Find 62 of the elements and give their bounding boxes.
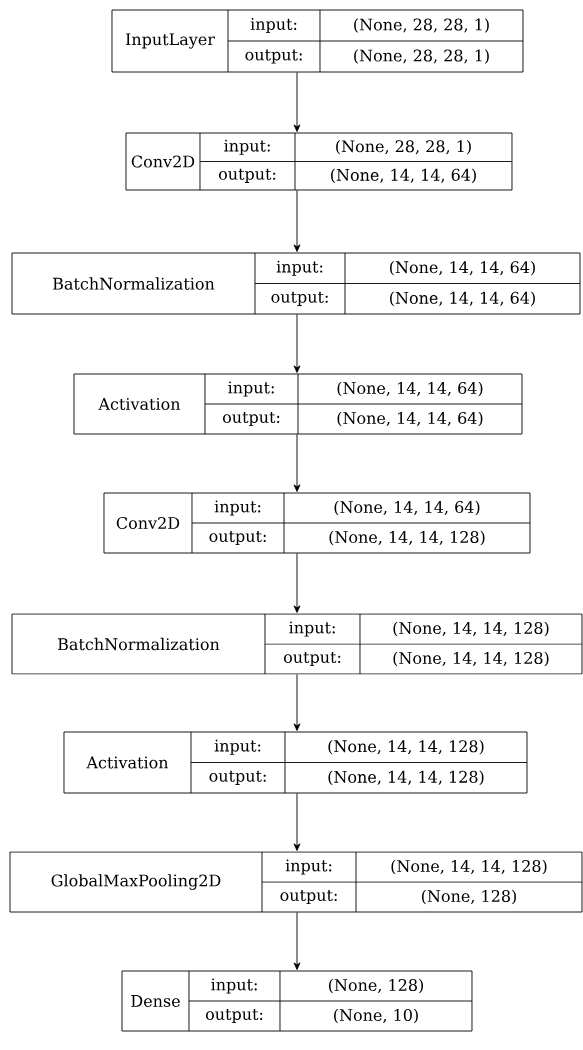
layer-name: Dense bbox=[131, 995, 180, 1007]
arrow bbox=[293, 190, 301, 252]
shape-value: (None, 14, 14, 128) bbox=[391, 859, 547, 875]
arrow bbox=[293, 553, 301, 613]
layer-box bbox=[63, 731, 528, 794]
arrow bbox=[293, 434, 301, 492]
shape-value: (None, 28, 28, 1) bbox=[336, 139, 471, 155]
shape-value: (None, 14, 14, 128) bbox=[393, 621, 549, 637]
port-label: input: bbox=[276, 260, 323, 276]
layer-name: InputLayer bbox=[125, 33, 215, 49]
shape-value: (None, 128) bbox=[328, 978, 423, 994]
port-label: input: bbox=[224, 139, 270, 155]
port-label: output: bbox=[271, 291, 328, 306]
port-label: output: bbox=[283, 651, 341, 667]
shape-value: (None, 14, 14, 64) bbox=[390, 260, 535, 276]
arrow bbox=[293, 912, 301, 970]
layer-name: Conv2D bbox=[116, 516, 180, 530]
shape-value: (None, 14, 14, 128) bbox=[393, 651, 549, 667]
port-label: input: bbox=[285, 859, 332, 875]
layer-box bbox=[11, 613, 583, 675]
layer-box bbox=[9, 851, 583, 913]
layer-box bbox=[103, 492, 531, 554]
shape-value: (None, 10) bbox=[334, 1008, 418, 1024]
layer-name: Activation bbox=[98, 398, 181, 410]
layer-name: BatchNormalization bbox=[58, 637, 220, 651]
shape-value: (None, 14, 14, 64) bbox=[334, 500, 480, 516]
port-label: output: bbox=[218, 168, 276, 183]
layer-box bbox=[111, 9, 524, 73]
shape-value: (None, 14, 14, 64) bbox=[331, 168, 476, 184]
port-label: input: bbox=[228, 381, 274, 397]
arrow bbox=[293, 674, 301, 731]
shape-value: (None, 28, 28, 1) bbox=[354, 18, 489, 33]
layer-box bbox=[73, 373, 523, 435]
shape-value: (None, 14, 14, 128) bbox=[329, 530, 485, 546]
shape-value: (None, 14, 14, 64) bbox=[337, 411, 483, 427]
layer-box bbox=[11, 252, 581, 315]
port-label: input: bbox=[211, 978, 257, 994]
arrow bbox=[293, 793, 301, 851]
layer-box bbox=[121, 970, 473, 1032]
layer-name: GlobalMaxPooling2D bbox=[51, 874, 221, 890]
shape-value: (None, 28, 28, 1) bbox=[354, 49, 489, 64]
port-label: input: bbox=[289, 621, 335, 637]
layer-box bbox=[125, 132, 513, 191]
port-label: output: bbox=[280, 889, 337, 905]
port-label: input: bbox=[250, 17, 297, 34]
port-label: input: bbox=[214, 739, 261, 755]
layer-name: Conv2D bbox=[131, 155, 195, 168]
port-label: output: bbox=[205, 1008, 263, 1024]
port-label: output: bbox=[222, 411, 280, 427]
arrow bbox=[293, 314, 301, 373]
port-label: output: bbox=[245, 49, 302, 64]
shape-value: (None, 14, 14, 64) bbox=[390, 291, 535, 307]
port-label: input: bbox=[214, 500, 261, 516]
layer-name: Activation bbox=[86, 756, 169, 769]
port-label: output: bbox=[209, 770, 266, 785]
shape-value: (None, 14, 14, 128) bbox=[328, 770, 484, 786]
shape-value: (None, 128) bbox=[421, 889, 516, 905]
shape-value: (None, 14, 14, 128) bbox=[328, 739, 484, 755]
port-label: output: bbox=[209, 530, 266, 546]
arrow bbox=[293, 72, 301, 132]
shape-value: (None, 14, 14, 64) bbox=[337, 381, 483, 397]
layer-name: BatchNormalization bbox=[53, 277, 215, 290]
